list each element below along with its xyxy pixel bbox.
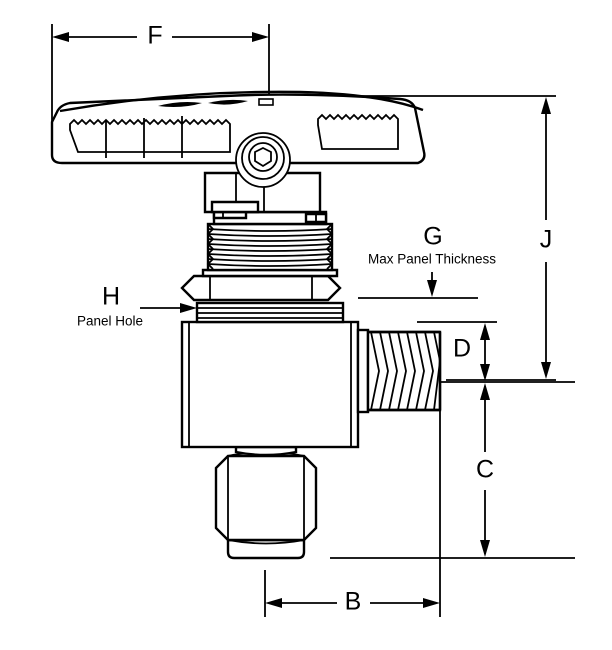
dimension-G-label: G — [423, 223, 442, 251]
dimension-C-arrow-bottom — [480, 540, 490, 557]
valve-body — [180, 320, 360, 449]
handle-grip-left-ribs — [69, 118, 231, 153]
dimension-G-note: Max Panel Thickness — [368, 252, 496, 267]
dimension-C-arrow-top — [480, 383, 490, 400]
dimension-J-label: J — [540, 226, 553, 254]
bottom-tube-fitting — [214, 445, 318, 560]
dimension-H: H Panel Hole — [77, 283, 197, 329]
handle-emboss-mark-2 — [208, 99, 248, 105]
outlet-thread — [356, 328, 442, 414]
dimension-D-arrow-top — [480, 323, 490, 340]
dimension-J-arrow-bottom — [541, 362, 551, 379]
dimension-F-arrow-right — [252, 32, 269, 42]
dimension-D-label: D — [453, 335, 471, 363]
dimension-F-label: F — [147, 22, 162, 50]
outlet-thread-shoulder — [356, 328, 370, 414]
dimension-C: C — [330, 383, 575, 559]
panel-nut — [180, 274, 342, 302]
dimension-H-label: H — [102, 283, 120, 311]
dimension-G-arrow — [427, 280, 437, 297]
valve-body-rect — [180, 320, 360, 449]
stem-collar-step — [210, 200, 260, 214]
handle-knob — [50, 90, 426, 188]
dimension-D-arrow-bottom — [480, 364, 490, 381]
dimension-J-arrow-top — [541, 97, 551, 114]
tube-fitting-neck — [234, 445, 298, 457]
dimension-D: D — [417, 321, 575, 383]
handle-grip-right-ribs — [317, 113, 399, 150]
dimension-H-note: Panel Hole — [77, 314, 143, 329]
handle-grip-panel-left — [69, 116, 231, 158]
handle-emboss-mark-3 — [258, 98, 274, 106]
dimension-F: F — [51, 22, 270, 122]
tube-fitting-base — [226, 538, 306, 560]
tube-fitting-hex-nut — [214, 454, 318, 542]
dimension-F-arrow-left — [52, 32, 69, 42]
handle-emboss-mark-1 — [158, 102, 202, 107]
dimension-B-label: B — [345, 588, 362, 616]
dimension-J: J — [330, 95, 556, 381]
panel-mount-assembly — [180, 205, 345, 324]
panel-mount-thread-upper — [206, 222, 334, 272]
dimension-C-label: C — [476, 456, 494, 484]
handle-top-arc — [59, 90, 424, 113]
handle-center-screw — [235, 132, 291, 188]
dimension-B-arrow-right — [423, 598, 440, 608]
hex-socket-icon — [254, 146, 272, 168]
tube-fitting-nut-bottom-chamfer — [227, 539, 305, 545]
handle-grip-panel-right — [317, 113, 399, 150]
panel-nut-hex — [180, 274, 342, 302]
dimension-B-arrow-left — [265, 598, 282, 608]
dimension-H-arrow — [180, 303, 197, 313]
dimension-G: G Max Panel Thickness — [358, 223, 496, 299]
panel-mount-thread-lower — [195, 301, 345, 324]
